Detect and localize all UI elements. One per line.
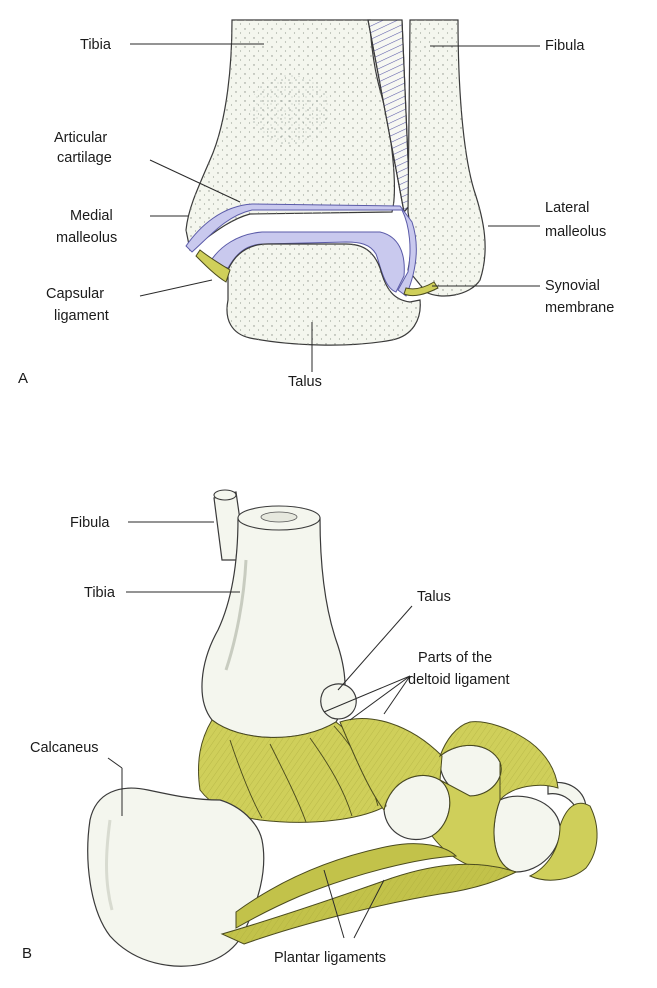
label-fibula-b: Fibula — [70, 515, 110, 531]
label-deltoid-line2: deltoid ligament — [408, 672, 510, 688]
label-deltoid-line1: Parts of the — [418, 650, 492, 666]
label-talus-b: Talus — [417, 589, 451, 605]
label-capsular-line2: ligament — [54, 308, 109, 324]
label-lateral-line2: malleolus — [545, 224, 606, 240]
panel-b: Fibula Tibia Talus Parts of the deltoid … — [22, 490, 597, 966]
panel-a: Tibia Fibula Articular cartilage Medial … — [18, 20, 614, 390]
label-medial-line2: malleolus — [56, 230, 117, 246]
label-lateral-line1: Lateral — [545, 200, 589, 216]
label-medial-line1: Medial — [70, 208, 113, 224]
label-plantar-ligaments: Plantar ligaments — [274, 950, 386, 966]
label-talus-a: Talus — [288, 374, 322, 390]
fibula-bone-b — [214, 490, 240, 560]
label-synovial-line1: Synovial — [545, 278, 600, 294]
label-capsular-line1: Capsular — [46, 286, 104, 302]
panel-letter-b: B — [22, 945, 32, 962]
label-articular-line2: cartilage — [57, 150, 112, 166]
label-tibia-a: Tibia — [80, 37, 112, 53]
label-synovial-line2: membrane — [545, 300, 614, 316]
label-fibula-a: Fibula — [545, 38, 585, 54]
label-articular-line1: Articular — [54, 130, 107, 146]
label-calcaneus-b: Calcaneus — [30, 740, 99, 756]
label-tibia-b: Tibia — [84, 585, 116, 601]
panel-letter-a: A — [18, 370, 28, 387]
